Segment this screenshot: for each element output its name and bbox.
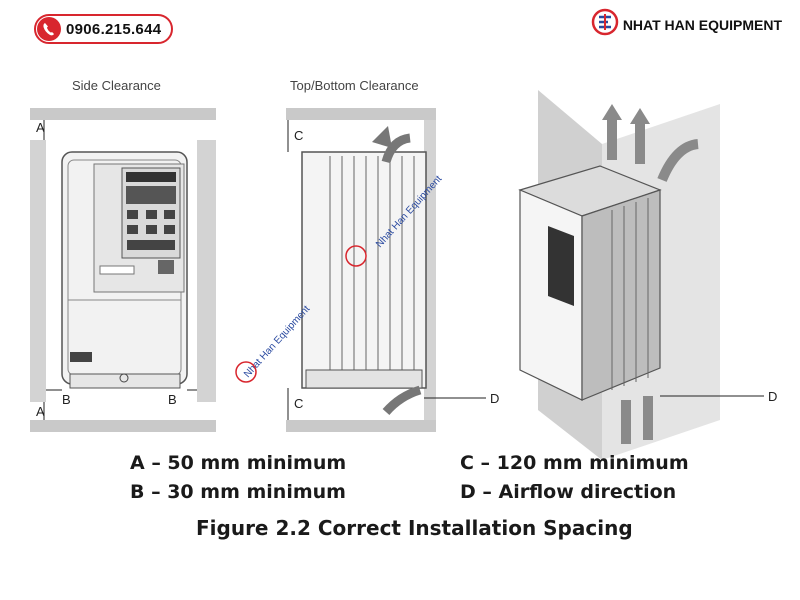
side-keypad-display: [126, 186, 176, 204]
tb-drive-body: [301, 151, 427, 389]
side-left-wall: [30, 140, 46, 402]
brand-name: NHAT HAN EQUIPMENT: [622, 16, 782, 33]
side-logo-plate: [158, 260, 174, 274]
tb-airflow-bottom-arrow: [382, 385, 422, 416]
phone-number: 0906.215.644: [66, 20, 162, 38]
legend-c: C – 120 mm minimum: [460, 452, 689, 474]
legend-d: D – Airflow direction: [460, 481, 677, 503]
tb-back-wall: [424, 120, 436, 420]
dim-d-mid: D: [490, 391, 499, 406]
keypad-btn: [164, 210, 175, 219]
iso-keypad: [548, 226, 574, 306]
keypad-btn: [146, 225, 157, 234]
side-bottom-plate: [30, 420, 216, 432]
dim-b-right: B: [168, 392, 177, 407]
dim-d-right: D: [768, 389, 777, 404]
side-keypad-screen: [126, 172, 176, 182]
tb-bottom-plate: [286, 420, 436, 432]
iso-arrow-head: [602, 104, 622, 120]
keypad-btn: [164, 225, 175, 234]
tb-bottom-block: [305, 369, 423, 389]
side-label-plate: [99, 265, 135, 275]
phone-badge[interactable]: 0906.215.644: [34, 14, 174, 44]
top-bottom-clearance-label: Top/Bottom Clearance: [290, 78, 419, 93]
keypad-btn: [146, 210, 157, 219]
dim-a-bottom: A: [36, 404, 45, 419]
watermark-logo-icon: [345, 245, 367, 267]
iso-arrow-head: [630, 108, 650, 124]
tb-top-plate: [286, 108, 436, 120]
dim-b-left: B: [62, 392, 71, 407]
side-bottom-vent: [69, 373, 181, 389]
legend-a: A – 50 mm minimum: [130, 452, 347, 474]
legend-b: B – 30 mm minimum: [130, 481, 346, 503]
keypad-btn: [127, 210, 138, 219]
side-clearance-label: Side Clearance: [72, 78, 161, 93]
dim-c-bottom: C: [294, 396, 303, 411]
keypad-btn: [127, 225, 138, 234]
tb-airflow-up-arrow: [381, 133, 411, 164]
figure-title: Figure 2.2 Correct Installation Spacing: [196, 516, 633, 540]
brand: NHAT HAN EQUIPMENT: [591, 8, 782, 41]
side-bottom-screw: [119, 373, 129, 383]
installation-diagram: Side Clearance A A B B Top/Bottom Cleara…: [30, 78, 777, 460]
watermark-logo-icon: [235, 361, 257, 383]
side-right-wall: [197, 140, 216, 402]
brand-logo-icon: [591, 8, 619, 41]
iso-airflow-arrow: [657, 139, 699, 182]
dim-a-top: A: [36, 120, 45, 135]
side-top-plate: [30, 108, 216, 120]
keypad-btn-wide: [127, 240, 175, 250]
iso-drive-side: [581, 189, 661, 401]
dim-c-top: C: [294, 128, 303, 143]
tb-arrow-head: [372, 126, 392, 148]
side-nameplate: [70, 352, 92, 362]
phone-icon: [36, 16, 62, 42]
